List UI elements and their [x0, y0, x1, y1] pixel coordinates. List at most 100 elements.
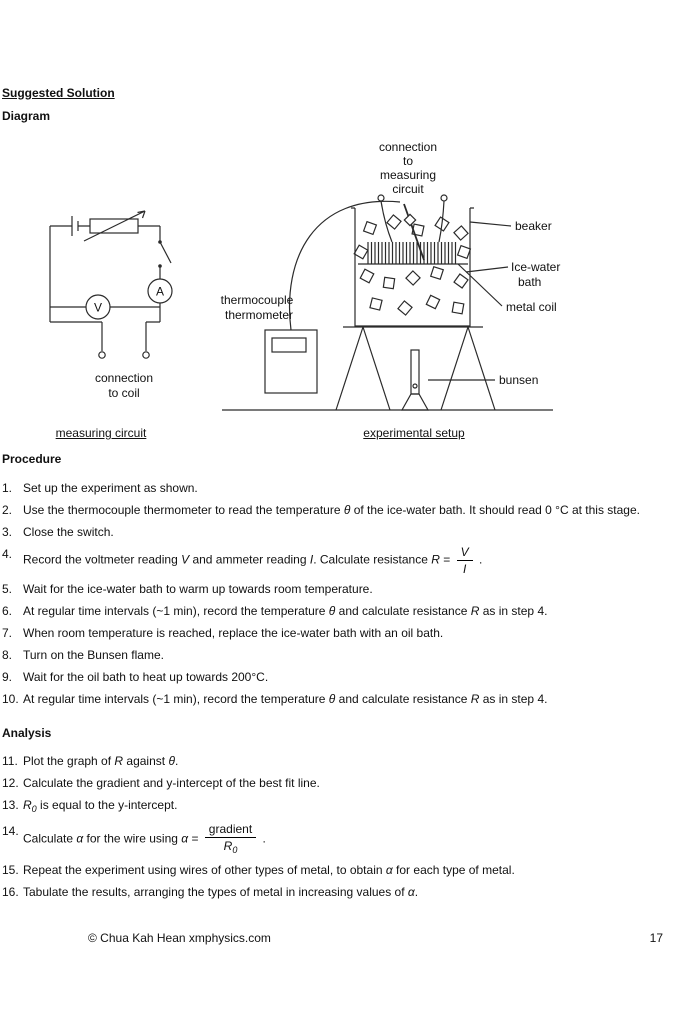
math-symbol: 0 [232, 845, 238, 855]
list-item: 5. Wait for the ice-water bath to warm up… [2, 580, 663, 599]
text-segment: Repeat the experiment using wires of oth… [23, 862, 386, 877]
diagram-area: A V connection to coil connection to mea… [2, 126, 663, 446]
item-text: Set up the experiment as shown. [23, 479, 663, 498]
ice-bath-label-line1: Ice-water [511, 260, 560, 274]
text-segment: and calculate resistance [335, 691, 471, 706]
item-text: Close the switch. [23, 523, 663, 542]
math-symbol: θ [328, 691, 336, 706]
analysis-heading: Analysis [2, 726, 52, 740]
text-segment: At regular time intervals (~1 min), reco… [23, 603, 329, 618]
text-segment: Tabulate the results, arranging the type… [23, 884, 408, 899]
math-symbol: R [223, 839, 233, 853]
thermometer-label-line2: thermometer [225, 308, 293, 322]
text-segment: Calculate [23, 831, 77, 846]
text-segment: At regular time intervals (~1 min), reco… [23, 691, 329, 706]
coil-connection-label-line1: connection [95, 371, 153, 385]
thermocouple-probe [403, 203, 425, 261]
text-segment: Wait for the ice-water bath to warm up t… [23, 581, 373, 596]
battery-symbol [71, 216, 79, 236]
item-text: Turn on the Bunsen flame. [23, 646, 663, 665]
item-number: 2. [2, 503, 13, 517]
item-number: 5. [2, 581, 13, 596]
text-segment: . Calculate resistance [313, 552, 432, 567]
fraction-numerator: V [456, 545, 473, 561]
item-number: 16. [2, 884, 19, 899]
math-symbol: θ [343, 503, 351, 517]
item-text: Repeat the experiment using wires of oth… [23, 861, 663, 880]
metal-coil-label: metal coil [506, 300, 557, 314]
item-number: 7. [2, 625, 13, 640]
list-item: 14.Calculate α for the wire using α = gr… [2, 822, 663, 857]
math-symbol: R [470, 603, 480, 618]
page-title: Suggested Solution [2, 86, 115, 100]
svg-text:circuit: circuit [392, 182, 424, 196]
experimental-setup-caption: experimental setup [363, 426, 465, 440]
item-text: Tabulate the results, arranging the type… [23, 883, 663, 902]
thermometer-display [271, 337, 307, 353]
tripod-stand [335, 326, 496, 411]
variable-resistor [89, 218, 139, 234]
list-item: 15. Repeat the experiment using wires of … [2, 861, 663, 880]
coil-terminal-right [142, 351, 150, 359]
list-item: 9. Wait for the oil bath to heat up towar… [2, 668, 663, 687]
circuit-wires [49, 210, 172, 351]
item-text: Use the thermocouple thermometer to read… [23, 501, 663, 520]
list-item: 2. Use the thermocouple thermometer to re… [2, 501, 663, 520]
fraction-numerator: gradient [204, 822, 257, 838]
text-segment: of the ice-water bath. It should read 0 … [350, 503, 640, 517]
item-text: Calculate the gradient and y-intercept o… [23, 774, 663, 793]
coil-connection-label-line2: to coil [108, 386, 139, 400]
analysis-list: 11.Plot the graph of R against θ. 12.Calc… [2, 752, 663, 901]
item-text: When room temperature is reached, replac… [23, 624, 663, 643]
measuring-circuit-connection-label: connection to measuring circuit [379, 140, 437, 196]
switch-contact-top [158, 240, 162, 244]
ammeter-label: A [156, 285, 164, 299]
math-symbol: R [114, 754, 124, 768]
list-item: 12.Calculate the gradient and y-intercep… [2, 774, 663, 793]
math-symbol: α [385, 862, 393, 877]
text-segment: is equal to the y-intercept. [36, 798, 178, 812]
text-segment: . [174, 754, 179, 768]
math-symbol: I [462, 562, 467, 576]
math-symbol: V [181, 552, 190, 567]
text-segment: Turn on the Bunsen flame. [23, 647, 164, 662]
list-item: 1.Set up the experiment as shown. [2, 479, 663, 498]
page-number: 17 [649, 931, 663, 945]
coil-terminal-left [98, 351, 106, 359]
list-item: 11.Plot the graph of R against θ. [2, 752, 663, 771]
math-symbol: V [460, 545, 469, 559]
text-segment: Wait for the oil bath to heat up towards… [23, 669, 269, 684]
item-text: Record the voltmeter reading V and ammet… [23, 545, 663, 576]
text-segment: Use the thermocouple thermometer to read… [23, 503, 344, 517]
voltmeter-label: V [94, 301, 102, 315]
math-symbol: R [431, 552, 440, 567]
bunsen-burner [400, 349, 430, 411]
metal-coil-hatch [367, 242, 457, 264]
beaker-label: beaker [515, 219, 552, 233]
setup-terminal-right [440, 194, 448, 202]
item-number: 8. [2, 647, 13, 662]
item-number: 3. [2, 525, 13, 539]
ice-cubes [353, 214, 472, 316]
item-text: Calculate α for the wire using α = gradi… [23, 822, 663, 857]
text-segment: Record the voltmeter reading [23, 552, 182, 567]
math-symbol: θ [168, 754, 175, 768]
beaker-outline [351, 207, 474, 327]
text-segment: . [414, 884, 419, 899]
copyright-text: © Chua Kah Hean xmphysics.com [88, 931, 271, 945]
measuring-circuit-caption: measuring circuit [55, 426, 147, 440]
item-number: 9. [2, 669, 13, 684]
text-segment: Close the switch. [23, 525, 114, 539]
item-text: Wait for the oil bath to heat up towards… [23, 668, 663, 687]
item-number: 13. [2, 798, 19, 812]
procedure-heading: Procedure [2, 452, 62, 466]
experimental-setup-figure: connection to measuring circuit [221, 140, 560, 411]
math-symbol: R [23, 798, 32, 812]
text-segment: = [188, 831, 202, 846]
text-segment: . [259, 831, 266, 846]
item-text: At regular time intervals (~1 min), reco… [23, 602, 663, 621]
item-number: 6. [2, 603, 13, 618]
text-segment: and calculate resistance [335, 603, 471, 618]
item-number: 15. [2, 862, 19, 877]
